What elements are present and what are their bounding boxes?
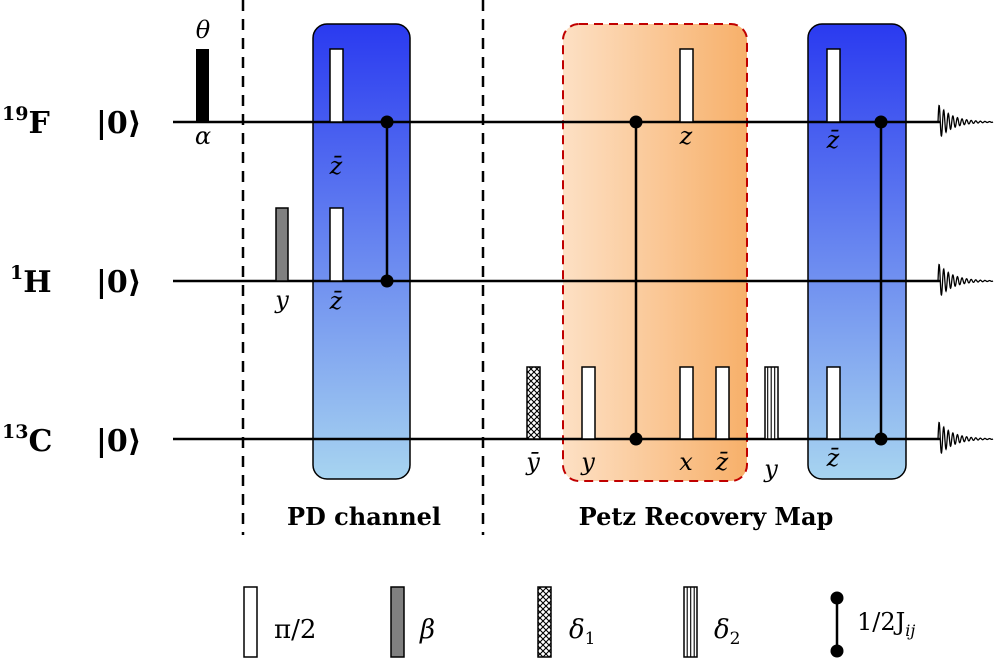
fid-signal-c [937, 421, 994, 454]
legend-pi2-swatch [243, 586, 258, 658]
coupling-dot-final-f [874, 115, 888, 129]
coupling-dot-final-c [874, 432, 888, 446]
legend-coupling-main: 1/2J [857, 608, 905, 636]
legend-beta-label: β [419, 615, 435, 645]
pd-pulse-h [329, 207, 344, 282]
pd-pulse-f [329, 48, 344, 123]
element-symbol-h: H [23, 265, 51, 300]
mass-number-h: 1 [10, 262, 23, 284]
petz-pulse-c-x-label: x [679, 448, 693, 476]
mass-number-f: 19 [2, 103, 28, 125]
theta-label: θ [196, 16, 211, 44]
element-symbol-f: F [28, 106, 49, 141]
legend-delta2-label: δ2 [714, 615, 740, 649]
legend-beta-swatch [390, 586, 405, 658]
pd-pulse-h-label: z̄ [329, 287, 343, 315]
legend-delta2-subscript: 2 [730, 629, 741, 649]
delta1-pulse-c-label: ȳ [525, 448, 540, 476]
beta-pulse-h [275, 207, 289, 282]
legend-delta2-swatch [683, 586, 698, 658]
legend-delta1-symbol: δ [569, 615, 585, 645]
legend-delta1-subscript: 1 [585, 629, 596, 649]
coupling-dot-pd-h [380, 274, 394, 288]
final-pulse-f [826, 48, 841, 123]
qubit-label-h: 1H [10, 262, 52, 300]
petz-recovery-box [562, 23, 748, 482]
legend-coupling-label: 1/2Jij [857, 608, 915, 640]
delta1-pulse-c [526, 366, 541, 440]
legend-coupling-subscript: ij [905, 621, 915, 640]
coupling-dot-petz-f [629, 115, 643, 129]
qubit-label-c: 13C [2, 421, 52, 459]
fid-signal-h [937, 263, 994, 296]
petz-pulse-c-x [679, 366, 694, 440]
legend-delta1-swatch [537, 586, 552, 658]
coupling-dot-pd-f [380, 115, 394, 129]
qubit-label-f: 19F [2, 103, 50, 141]
alpha-label: α [195, 122, 211, 150]
element-symbol-c: C [28, 424, 52, 459]
coupling-dot-petz-c [629, 432, 643, 446]
final-map-box [807, 23, 907, 480]
pd-channel-box [312, 23, 411, 480]
final-pulse-c-label: z̄ [826, 444, 840, 472]
ket-h: |0⟩ [96, 265, 142, 300]
delta2-pulse-c [764, 366, 779, 440]
petz-pulse-c-y-label: y [580, 448, 595, 476]
legend-delta2-symbol: δ [714, 615, 730, 645]
fid-signal-f [937, 104, 994, 137]
final-pulse-f-label: z̄ [826, 126, 840, 154]
final-pulse-c [826, 366, 841, 440]
ket-f: |0⟩ [96, 106, 142, 141]
theta-rotation-pulse [196, 49, 209, 122]
legend-coupling-dot-top [830, 591, 844, 605]
legend-coupling-dot-bottom [830, 644, 844, 658]
beta-pulse-h-label: y [274, 286, 289, 314]
ket-c: |0⟩ [96, 424, 142, 459]
petz-recovery-label: Petz Recovery Map [579, 502, 834, 531]
pd-channel-label: PD channel [287, 502, 441, 531]
petz-pulse-f-z [679, 48, 694, 123]
mass-number-c: 13 [2, 421, 28, 443]
petz-pulse-c-zbar [715, 366, 730, 440]
petz-pulse-f-z-label: z [679, 122, 693, 150]
petz-pulse-c-y [581, 366, 596, 440]
pd-pulse-f-label: z̄ [329, 152, 343, 180]
legend-delta1-label: δ1 [569, 615, 595, 649]
petz-pulse-c-zbar-label: z̄ [715, 448, 729, 476]
legend-pi2-label: π/2 [274, 615, 316, 645]
delta2-pulse-c-label: y [763, 455, 778, 483]
